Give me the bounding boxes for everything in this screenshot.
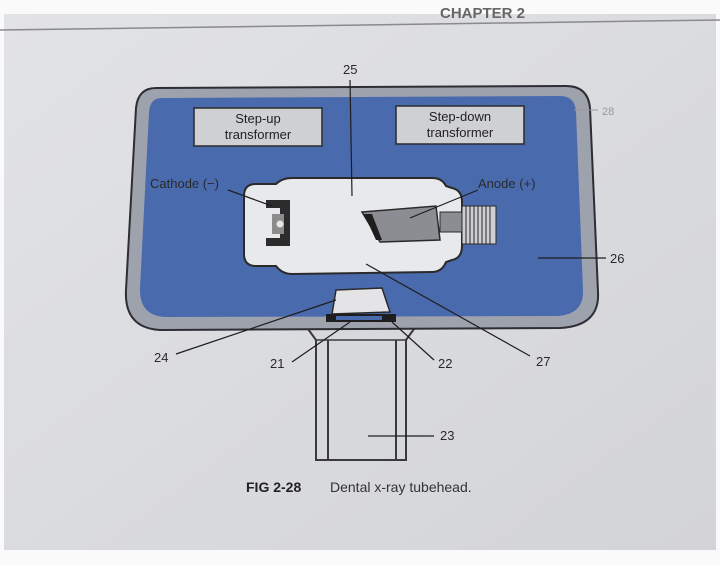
callout-26: 26 [610,251,624,266]
anode-leader [409,189,479,219]
step-up-label-line2: transformer [225,127,292,142]
step-down-label-line1: Step-down [429,109,491,124]
cathode-label: Cathode (−) [150,176,219,191]
callout-21-leader [291,321,351,363]
callout-22: 22 [438,356,452,371]
cathode-leader [227,189,273,207]
copper-stem [461,205,497,245]
step-up-transformer [193,107,323,147]
step-down-label-line2: transformer [427,125,494,140]
anode-assembly [360,205,497,245]
callout-24-leader [175,299,337,355]
figure-caption-text: Dental x-ray tubehead. [330,479,472,495]
step-up-label-line1: Step-up [235,111,281,126]
chapter-header: CHAPTER 2 [440,5,525,22]
figure-caption-label: FIG 2-28 [246,479,301,495]
position-indicating-device [298,317,424,461]
callout-24: 24 [154,350,168,365]
callout-28: 28 [602,106,614,118]
xray-tube-glass [243,177,463,276]
callout-23: 23 [440,428,454,443]
tubehead-seal [336,316,382,320]
cathode-cup [266,200,290,246]
header-rule [0,19,720,31]
callout-22-leader [391,321,435,361]
callout-25-leader [349,79,353,197]
aluminum-filter [331,287,392,315]
callout-27-leader [365,263,531,357]
anode-label: Anode (+) [478,176,535,191]
step-down-transformer [395,105,525,145]
callout-21: 21 [270,356,284,371]
callout-27: 27 [536,354,550,369]
callout-25: 25 [343,62,357,77]
